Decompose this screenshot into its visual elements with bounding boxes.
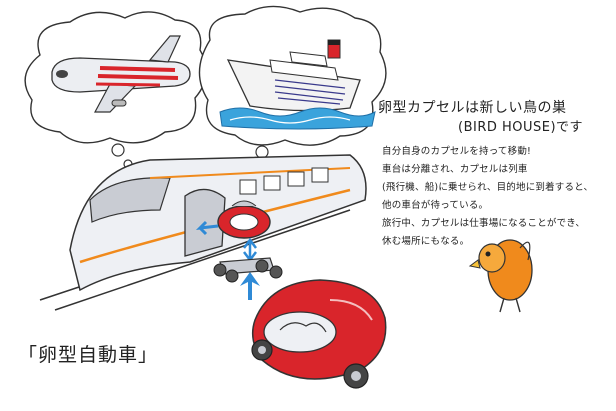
chassis-illustration xyxy=(213,257,283,283)
body-line: (飛行機、船)に乗せられ、目的地に到着すると、 xyxy=(382,182,594,193)
headline-line-2: (BIRD HOUSE)です xyxy=(458,120,584,135)
egg-capsule-illustration xyxy=(217,200,271,239)
airplane-illustration xyxy=(51,35,191,113)
arrow-icon xyxy=(195,220,260,300)
egg-car-illustration xyxy=(251,279,387,389)
body-line: 休む場所にもなる。 xyxy=(382,236,470,247)
body-line: 他の車台が待っている。 xyxy=(382,200,489,211)
ship-illustration xyxy=(219,39,376,130)
body-line: 自分自身のカプセルを持って移動! xyxy=(382,146,532,157)
body-line: 旅行中、カプセルは仕事場になることができ、 xyxy=(382,218,586,229)
egg-car-label: 「卵型自動車」 xyxy=(18,344,159,366)
headline-line-1: 卵型カプセルは新しい鳥の巣 xyxy=(378,100,567,116)
body-line: 車台は分離され、カプセルは列車 xyxy=(382,164,528,175)
bird-illustration xyxy=(468,239,533,313)
